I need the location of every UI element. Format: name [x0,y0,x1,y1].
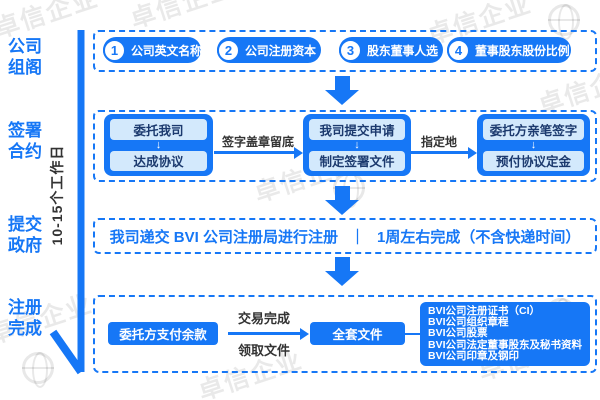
submission-statement: 我司递交 BVI 公司注册局进行注册 ｜ 1周左右完成（不含快递时间） [93,218,597,254]
right-arrow-icon [411,151,469,154]
full-document-set-step: 全套文件 [310,322,405,345]
down-arrow-icon: ↓ [530,138,537,151]
right-arrow-icon [228,332,302,335]
document-item: BVI公司印章及钢印 [428,349,520,362]
timeline-arrow [49,30,85,375]
right-arrow-head-icon [468,146,477,159]
requirement-label: 董事股东股份比例 [475,43,570,58]
arrow-label: 交易完成 [238,311,291,326]
document-item: BVI公司组织章程 [428,316,509,329]
stage2-contract-box [93,110,597,182]
rail-label-submit-gov: 提交 政府 [8,215,42,255]
rail-label-company-setup: 公司 组阁 [8,37,42,77]
process-group: 委托我司 ↓ 达成协议 [104,114,213,176]
document-item: BVI公司注册证书（CI） [428,305,541,317]
requirement-label: 公司英文名称 [131,43,202,58]
step-number-badge: 4 [447,38,470,62]
connector-line [405,332,420,335]
down-arrow-icon [325,76,359,105]
right-arrow-icon [214,151,296,154]
document-item: BVI公司法定董事股东及秘书资料 [428,338,583,351]
arrow-label: 领取文件 [238,343,291,358]
globe-watermark-icon [22,352,54,388]
separator: ｜ [349,228,365,246]
requirement-item: 2 公司注册资本 [217,37,321,63]
process-group: 委托方亲笔签字 ↓ 预付协议定金 [477,114,590,176]
document-item: BVI公司股票 [428,327,488,340]
step-number-badge: 1 [103,38,126,62]
rail-label-reg-complete: 注册 完成 [8,298,42,338]
requirement-item: 4 董事股东股份比例 [447,37,571,63]
payment-step: 委托方支付余款 [108,322,218,345]
stage1-requirements-box [93,30,597,72]
requirement-item: 1 公司英文名称 [103,37,202,63]
down-arrow-icon [325,257,359,286]
process-step: 达成协议 [110,150,207,171]
process-step: 制定签署文件 [309,150,405,171]
requirement-label: 股东董事人选 [367,43,438,58]
submission-text: 我司递交 BVI 公司注册局进行注册 [109,228,338,246]
step-number-badge: 2 [217,38,240,62]
requirement-item: 3 股东董事人选 [339,37,443,63]
rail-label-sign-contract: 签署 合约 [8,121,42,161]
down-arrow-icon: ↓ [155,138,162,151]
process-step: 委托方亲笔签字 [483,119,584,140]
right-arrow-head-icon [300,327,309,340]
down-arrow-icon [325,186,359,215]
process-step: 预付协议定金 [483,150,584,171]
process-step: 委托我司 [110,119,207,140]
duration-label: 10-15个工作日 [49,144,65,246]
stage4-completion-box [93,295,597,373]
down-arrow-icon: ↓ [354,138,360,151]
arrow-label: 签字盖章留底 [222,135,295,149]
step-number-badge: 3 [339,38,362,62]
requirement-label: 公司注册资本 [245,43,316,58]
document-list: BVI公司注册证书（CI） BVI公司组织章程 BVI公司股票 BVI公司法定董… [420,302,590,366]
process-step: 我司提交申请 [309,119,405,140]
arrow-label: 指定地 [421,135,458,149]
process-group: 我司提交申请 ↓ 制定签署文件 [303,114,411,176]
right-arrow-head-icon [294,146,303,159]
completion-time-text: 1周左右完成（不含快递时间） [377,228,581,246]
stage3-submission-box [93,218,597,254]
